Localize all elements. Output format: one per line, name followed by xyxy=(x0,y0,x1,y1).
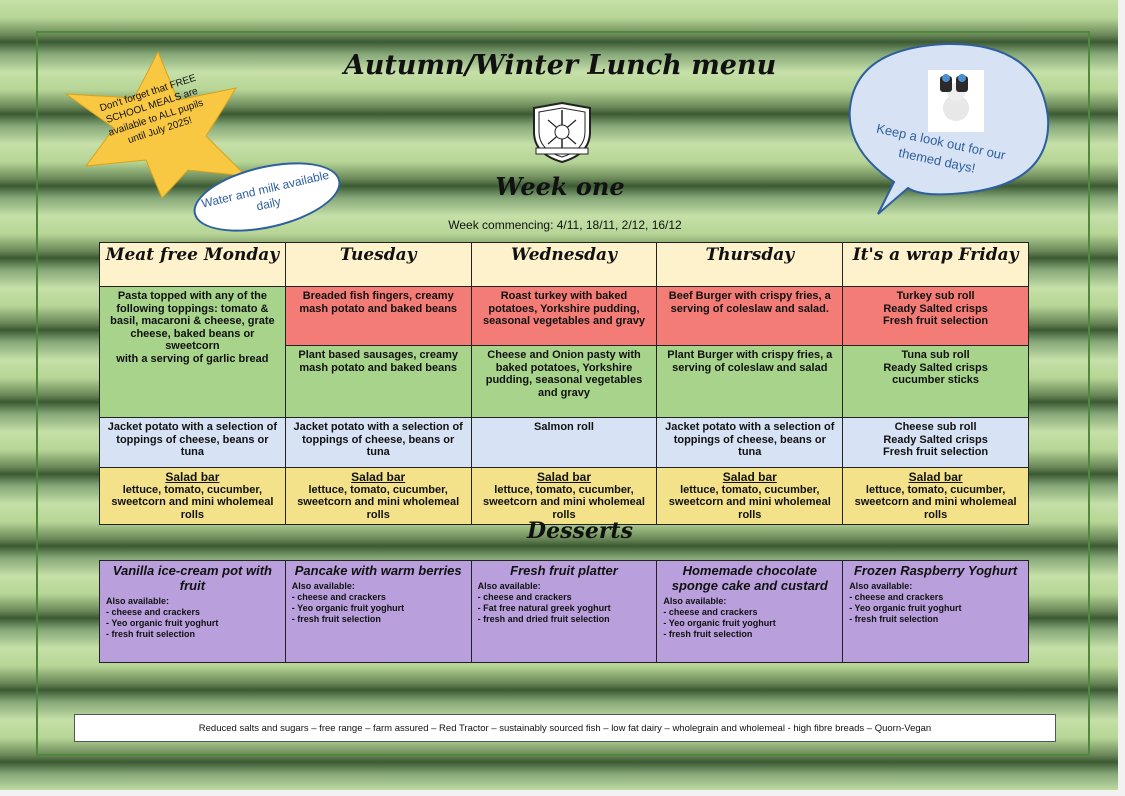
salad-title: Salad bar xyxy=(165,470,220,484)
dessert-cell: Homemade chocolate sponge cake and custa… xyxy=(656,560,844,663)
menu-title: Autumn/Winter Lunch menu xyxy=(343,50,777,81)
also-available-label: Also available: xyxy=(291,581,355,591)
main-meal-row: Pasta topped with any of the following t… xyxy=(99,286,1029,418)
menu-cell: Cheese and Onion pasty with baked potato… xyxy=(470,345,658,418)
footer-text: Reduced salts and sugars – free range – … xyxy=(198,722,932,734)
dessert-option: - cheese and crackers xyxy=(291,592,386,602)
dessert-row: Vanilla ice-cream pot with fruit Also av… xyxy=(99,560,1029,663)
dessert-cell: Frozen Raspberry Yoghurt Also available:… xyxy=(842,560,1029,663)
day-header-thursday: Thursday xyxy=(656,242,844,287)
desserts-table: Vanilla ice-cream pot with fruit Also av… xyxy=(99,560,1029,663)
dessert-option: - fresh fruit selection xyxy=(106,629,196,639)
menu-cell: Turkey sub roll Ready Salted crisps Fres… xyxy=(842,286,1029,346)
food-standards-footer: Reduced salts and sugars – free range – … xyxy=(74,714,1056,742)
dessert-option: - Yeo organic fruit yoghurt xyxy=(849,603,962,613)
dessert-cell: Pancake with warm berries Also available… xyxy=(284,560,472,663)
week-label: Week one xyxy=(495,172,625,201)
meal-text: Cheese sub roll Ready Salted crisps Fres… xyxy=(883,421,989,458)
dessert-name: Homemade chocolate sponge cake and custa… xyxy=(671,563,828,593)
dessert-option: - Yeo organic fruit yoghurt xyxy=(291,603,405,613)
meal-text: Jacket potato with a selection of toppin… xyxy=(107,421,278,458)
dessert-option: - fresh fruit selection xyxy=(291,614,381,624)
school-crest-icon xyxy=(533,102,591,164)
desserts-title: Desserts xyxy=(527,518,633,544)
dessert-option: - cheese and crackers xyxy=(663,607,758,617)
dessert-option: - fresh and dried fruit selection xyxy=(477,614,610,624)
menu-cell: Plant based sausages, creamy mash potato… xyxy=(284,345,472,418)
day-header-friday: It's a wrap Friday xyxy=(842,242,1029,287)
dessert-cell: Vanilla ice-cream pot with fruit Also av… xyxy=(99,560,286,663)
monday-main: Pasta topped with any of the following t… xyxy=(110,290,275,365)
also-available-label: Also available: xyxy=(477,581,541,591)
also-available-label: Also available: xyxy=(106,596,170,606)
meal-text: Roast turkey with baked potatoes, Yorksh… xyxy=(482,290,645,327)
menu-cell: Breaded fish fingers, creamy mash potato… xyxy=(284,286,472,346)
star-shape xyxy=(64,50,248,199)
monday-pasta-cell: Pasta topped with any of the following t… xyxy=(99,286,286,418)
salad-text: lettuce, tomato, cucumber, sweetcorn and… xyxy=(854,483,1017,521)
salad-text: lettuce, tomato, cucumber, sweetcorn and… xyxy=(111,483,274,521)
dessert-option: - fresh fruit selection xyxy=(849,614,939,624)
day-header-wednesday: Wednesday xyxy=(470,242,658,287)
meal-text: Turkey sub roll Ready Salted crisps Fres… xyxy=(883,290,989,327)
meal-text: Jacket potato with a selection of toppin… xyxy=(665,421,835,458)
dessert-option: - cheese and crackers xyxy=(477,592,572,602)
light-meal-row: Jacket potato with a selection of toppin… xyxy=(99,417,1029,468)
dessert-option: - Yeo organic fruit yoghurt xyxy=(106,618,219,628)
menu-cell: Roast turkey with baked potatoes, Yorksh… xyxy=(470,286,658,346)
menu-cell: Jacket potato with a selection of toppin… xyxy=(284,417,472,468)
menu-cell: Jacket potato with a selection of toppin… xyxy=(656,417,844,468)
dessert-name: Frozen Raspberry Yoghurt xyxy=(853,563,1018,578)
week-commencing: Week commencing: 4/11, 18/11, 2/12, 16/1… xyxy=(448,218,682,232)
also-available-label: Also available: xyxy=(663,596,727,606)
dessert-name: Vanilla ice-cream pot with fruit xyxy=(112,563,272,593)
day-header-tuesday: Tuesday xyxy=(284,242,472,287)
dessert-option: - cheese and crackers xyxy=(849,592,944,602)
vegetarian-meal-row: Plant based sausages, creamy mash potato… xyxy=(100,345,1029,418)
dessert-option: - Fat free natural greek yoghurt xyxy=(477,603,611,613)
menu-cell: Jacket potato with a selection of toppin… xyxy=(99,417,286,468)
menu-cell: Beef Burger with crispy fries, a serving… xyxy=(656,286,844,346)
dessert-option: - cheese and crackers xyxy=(106,607,201,617)
menu-cell: Salmon roll xyxy=(470,417,658,468)
menu-cell: Plant Burger with crispy fries, a servin… xyxy=(656,345,844,418)
day-header-row: Meat free Monday Tuesday Wednesday Thurs… xyxy=(99,242,1029,287)
meal-text: Jacket potato with a selection of toppin… xyxy=(293,421,463,458)
salad-title: Salad bar xyxy=(908,470,963,484)
day-header-monday: Meat free Monday xyxy=(99,242,286,287)
weekly-menu-table: Meat free Monday Tuesday Wednesday Thurs… xyxy=(99,242,1029,525)
meal-text: Salmon roll xyxy=(534,421,594,433)
binoculars-icon xyxy=(928,70,984,132)
dessert-option: - Yeo organic fruit yoghurt xyxy=(663,618,776,628)
salad-title: Salad bar xyxy=(722,470,777,484)
dessert-cell: Fresh fruit platter Also available: - ch… xyxy=(470,560,658,663)
meal-text: Beef Burger with crispy fries, a serving… xyxy=(668,290,831,315)
salad-text: lettuce, tomato, cucumber, sweetcorn and… xyxy=(482,483,645,521)
meal-text: Plant Burger with crispy fries, a servin… xyxy=(667,349,833,374)
dessert-name: Fresh fruit platter xyxy=(510,563,618,578)
meal-text: Cheese and Onion pasty with baked potato… xyxy=(485,349,643,399)
meal-text: Plant based sausages, creamy mash potato… xyxy=(298,349,458,374)
meal-text: Breaded fish fingers, creamy mash potato… xyxy=(299,290,458,315)
also-available-label: Also available: xyxy=(849,581,913,591)
meal-text: Tuna sub roll Ready Salted crisps cucumb… xyxy=(883,349,988,386)
menu-cell: Tuna sub roll Ready Salted crisps cucumb… xyxy=(842,345,1029,418)
salad-title: Salad bar xyxy=(351,470,406,484)
page-frame xyxy=(36,31,1090,756)
menu-cell: Cheese sub roll Ready Salted crisps Fres… xyxy=(842,417,1029,468)
salad-title: Salad bar xyxy=(536,470,591,484)
dessert-option: - fresh fruit selection xyxy=(663,629,753,639)
salad-text: lettuce, tomato, cucumber, sweetcorn and… xyxy=(297,483,460,521)
dessert-name: Pancake with warm berries xyxy=(294,563,462,578)
salad-text: lettuce, tomato, cucumber, sweetcorn and… xyxy=(668,483,831,521)
